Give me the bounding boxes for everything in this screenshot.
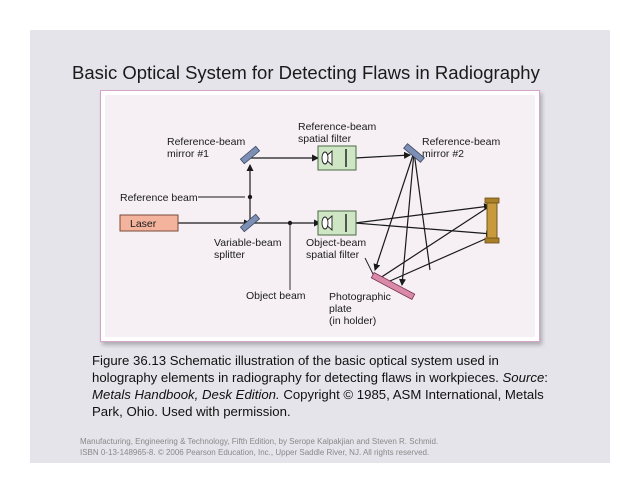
splitter-label-line2: splitter	[214, 249, 245, 261]
ref-mirror1-label-line2: mirror #1	[167, 148, 209, 160]
splitter-label-line1: Variable-beam	[214, 237, 282, 249]
reference-to-plate-1	[373, 151, 415, 271]
variable-beam-splitter	[239, 213, 261, 233]
caption-source-word: Source	[502, 370, 545, 385]
ref-filter-label-line1: Reference-beam	[298, 121, 376, 133]
ref-filter-label-line2: spatial filter	[298, 133, 352, 145]
label-pointers	[198, 196, 375, 290]
laser-label: Laser	[130, 218, 157, 230]
caption-line-1: Figure 36.13 Schematic illustration of t…	[92, 353, 499, 368]
ref-mirror1-label-line1: Reference-beam	[167, 136, 245, 148]
ref-mirror2-label-line2: mirror #2	[422, 148, 464, 160]
figure-caption: Figure 36.13 Schematic illustration of t…	[92, 352, 562, 420]
caption-book-title: Metals Handbook, Desk Edition.	[92, 387, 280, 402]
beam-paths	[178, 151, 493, 286]
photographic-plate	[370, 272, 416, 300]
object-beam-to-object	[354, 222, 493, 238]
credit-line-2: ISBN 0-13-148965-8. © 2006 Pearson Educa…	[80, 448, 430, 457]
credit-line-1: Manufacturing, Engineering & Technology,…	[80, 437, 439, 446]
caption-line-2-text: holography elements in radiography for d…	[92, 370, 503, 385]
caption-line-4: Park, Ohio. Used with permission.	[92, 404, 291, 419]
object-spatial-filter	[317, 210, 357, 236]
test-object	[484, 197, 500, 244]
plate-pointer	[364, 257, 375, 277]
plate-label-line2: plate	[329, 303, 352, 315]
ref-mirror2-label-line1: Reference-beam	[422, 136, 500, 148]
reference-to-plate-3	[413, 151, 431, 271]
reference-beam-dot	[247, 194, 253, 200]
scatter-to-plate-1	[379, 205, 491, 279]
caption-colon: :	[544, 370, 548, 385]
obj-filter-label-line2: spatial filter	[306, 249, 360, 261]
reference-spatial-filter	[317, 145, 357, 171]
reference-beam-label: Reference beam	[120, 192, 198, 204]
obj-filter-label-line1: Object-beam	[306, 237, 366, 249]
scatter-to-plate-2	[389, 235, 493, 282]
caption-line-3: Metals Handbook, Desk Edition. Copyright…	[92, 386, 562, 403]
laser-box	[119, 214, 179, 232]
slide-title: Basic Optical System for Detecting Flaws…	[72, 62, 540, 83]
plate-label-line3: (in holder)	[329, 315, 376, 327]
reference-to-plate-2	[399, 151, 415, 286]
caption-line-2: holography elements in radiography for d…	[92, 369, 562, 386]
plate-label-line1: Photographic	[329, 291, 391, 303]
caption-copyright: Copyright © 1985, ASM International, Met…	[279, 387, 544, 402]
publisher-credit: Manufacturing, Engineering & Technology,…	[80, 436, 438, 458]
reference-mirror-2	[403, 143, 425, 163]
reference-beam-to-mirror2	[354, 151, 411, 159]
object-beam-label: Object beam	[246, 290, 306, 302]
object-beam-dot	[287, 220, 293, 226]
reference-mirror-1	[239, 145, 261, 165]
